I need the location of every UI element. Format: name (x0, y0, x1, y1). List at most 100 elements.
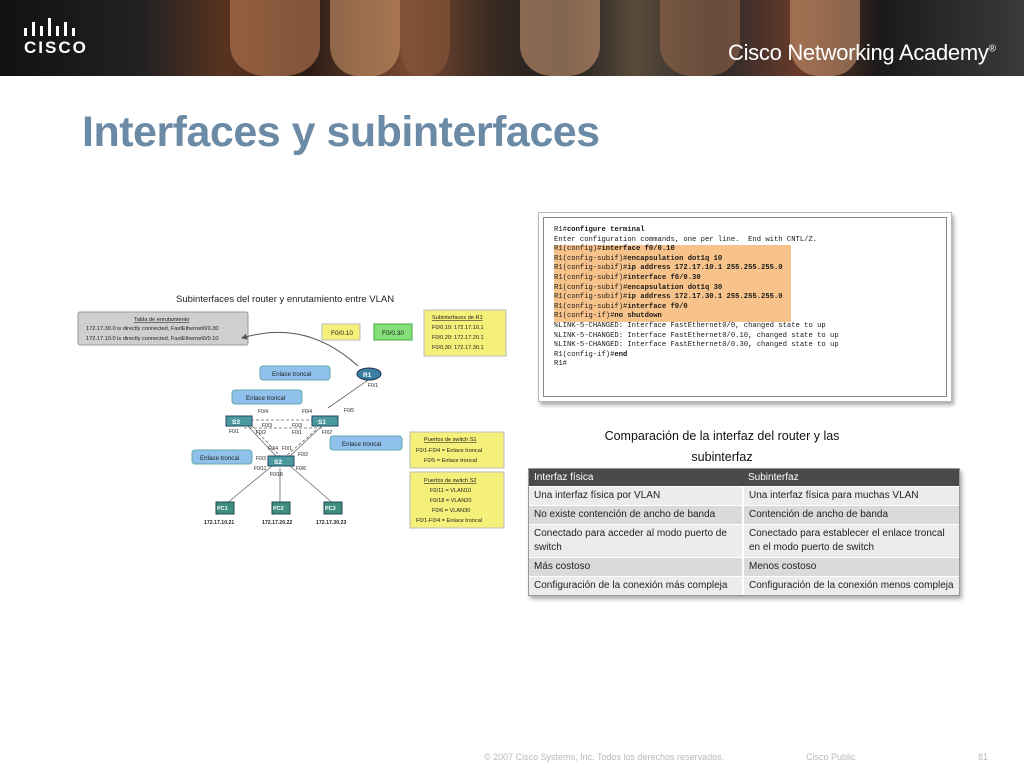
cell-subinterface: Una interfaz física para muchas VLAN (743, 486, 959, 506)
r1-box-line-1: F0/0.10: 172.17.10.1 (432, 325, 484, 331)
trunk-label-r1-text: Enlace troncal (272, 371, 311, 378)
subif-tag-30-label: F0/0.30 (382, 330, 404, 337)
s2-box-line-2: F0/18 = VLAN20 (430, 498, 472, 504)
cell-subinterface: Contención de ancho de banda (743, 505, 959, 525)
registered-mark: ® (988, 43, 996, 55)
port-s2-f02: F0/2 (298, 452, 308, 458)
table-row: Conectado para acceder al modo puerto de… (529, 524, 959, 558)
terminal-command: %LINK-5-CHANGED: Interface FastEthernet0… (554, 341, 839, 350)
port-s2-f03: F0/3 (256, 456, 266, 462)
comparison-title-line-1: Comparación de la interfaz del router y … (604, 429, 840, 443)
routing-table-line-2: 172.17.10.0 is directly connected, FastE… (86, 336, 218, 342)
terminal-command: configure terminal (566, 226, 645, 234)
s1-box-line-2: F0/5 = Enlace troncal (424, 458, 477, 464)
trunk-label-s2 (191, 449, 253, 465)
subif-tag-10 (321, 323, 361, 341)
r1-box-line-3: F0/0.30: 172.17.30.1 (432, 345, 484, 351)
routing-table-box (77, 311, 249, 346)
banner-photo-6 (790, 0, 860, 76)
comparison-table: Interfaz física Subinterfaz Una interfaz… (528, 468, 960, 596)
port-s3-f01: F0/1 (229, 429, 239, 435)
s2-ports-box (409, 471, 505, 529)
switch-s3-label: S3 (232, 419, 240, 426)
academy-text: Cisco Networking Academy (728, 40, 989, 65)
terminal-prompt: R1(config-subif)# (554, 264, 628, 273)
subif-tag-30 (373, 323, 413, 341)
terminal-line: R1(config)#interface f0/0.10 (554, 245, 791, 255)
comparison-title: Comparación de la interfaz del router y … (560, 426, 884, 468)
switch-s1-icon (311, 415, 339, 427)
r1-box-line-2: F0/0.20: 172.17.20.1 (432, 335, 484, 341)
terminal-prompt: R1(config-subif)# (554, 302, 628, 311)
cell-physical-interface: No existe contención de ancho de banda (529, 505, 744, 525)
pc1-icon (215, 501, 235, 515)
vlan-routing-diagram: Subinterfaces del router y enrutamiento … (77, 294, 507, 529)
terminal-command: Enter configuration commands, one per li… (554, 235, 818, 244)
port-r1-f01: F0/1 (368, 383, 378, 389)
header-banner: CISCO Cisco Networking Academy® (0, 0, 1024, 76)
table-header-row: Interfaz física Subinterfaz (529, 469, 959, 487)
trunk-label-r1 (259, 365, 331, 381)
s1-ports-box (409, 431, 505, 469)
switch-s3-icon (225, 415, 253, 427)
routing-table-line-1: 172.17.30.0 is directly connected, FastE… (86, 326, 218, 332)
terminal-line: R1(config-subif)#encapsulation dot1q 10 (554, 254, 791, 265)
table-row: Configuración de la conexión más complej… (529, 576, 959, 595)
terminal-line: Enter configuration commands, one per li… (554, 236, 946, 246)
terminal-prompt: R1(config-if)# (554, 350, 615, 359)
terminal-command: interface f0/0.10 (601, 245, 675, 254)
port-s3-f04: F0/4 (258, 409, 268, 415)
trunk-label-s1-text: Enlace troncal (342, 441, 381, 448)
terminal-prompt: R1(config-subif)# (554, 283, 628, 292)
port-s3-f03: F0/3 (262, 423, 272, 429)
router-r1-label: R1 (363, 372, 372, 379)
switch-s2-label: S2 (274, 459, 282, 466)
routing-arrow (241, 331, 359, 367)
trunk-label-s3-text: Enlace troncal (246, 395, 285, 402)
footer-classification: Cisco Public (806, 752, 856, 762)
terminal-line: R1(config-subif)#ip address 172.17.30.1 … (554, 293, 791, 303)
terminal-command: %LINK-5-CHANGED: Interface FastEthernet0… (554, 321, 826, 330)
cell-physical-interface: Una interfaz física por VLAN (529, 486, 744, 506)
s1-box-title: Puertos de switch S1 (424, 437, 477, 443)
subif-tag-10-label: F0/0.10 (331, 330, 353, 337)
cell-subinterface: Menos costoso (743, 557, 959, 577)
footer-page-number: 81 (978, 752, 989, 762)
s2-box-title: Puertos de switch S2 (424, 478, 477, 484)
trunk-label-s2-text: Enlace troncal (200, 455, 239, 462)
page-title: Interfaces y subinterfaces (82, 108, 600, 156)
port-s1-f02: F0/2 (322, 430, 332, 436)
port-s2-f06: F0/6 (296, 466, 306, 472)
banner-photo-4 (520, 0, 600, 76)
terminal-line: R1#configure terminal (554, 226, 946, 236)
comparison-title-line-2: subinterfaz (691, 450, 753, 464)
banner-photo-3 (400, 0, 450, 76)
terminal-line: R1(config-subif)#interface f0/0.30 (554, 273, 791, 284)
terminal-line: R1(config-subif)#interface f0/0 (554, 302, 791, 313)
port-s2-f18: F0/18 (270, 472, 283, 478)
s1-box-line-1: F0/1-F0/4 = Enlace troncal (416, 448, 482, 454)
port-s2-f11: F0/11 (254, 466, 267, 472)
pc3-icon (323, 501, 343, 515)
terminal-command: no shutdown (614, 312, 662, 321)
port-r1-f05: F0/5 (344, 408, 354, 414)
s2-box-line-1: F0/11 = VLAN10 (430, 488, 471, 494)
footer-copyright: © 2007 Cisco Systems, Inc. Todos los der… (484, 752, 725, 762)
pc2-ip: 172.17.20.22 (262, 520, 292, 526)
switch-s2-icon (267, 455, 295, 467)
cisco-bridge-logo-icon (24, 18, 75, 36)
academy-brand: Cisco Networking Academy® (728, 40, 996, 66)
links (225, 379, 369, 505)
terminal-line: R1(config-subif)#ip address 172.17.10.1 … (554, 264, 791, 274)
terminal-line: %LINK-5-CHANGED: Interface FastEthernet0… (554, 332, 946, 342)
cell-physical-interface: Configuración de la conexión más complej… (529, 576, 744, 595)
s2-box-line-4: F0/1-F0/4 = Enlace troncal (416, 518, 482, 524)
terminal-line: %LINK-5-CHANGED: Interface FastEthernet0… (554, 322, 946, 332)
r1-subinterfaces-box (423, 309, 507, 357)
terminal-prompt: R1(config-subif)# (554, 293, 628, 302)
cell-subinterface: Configuración de la conexión menos compl… (743, 576, 959, 595)
terminal-prompt: R1# (554, 360, 567, 369)
port-s1-f04: F0/4 (302, 409, 312, 415)
